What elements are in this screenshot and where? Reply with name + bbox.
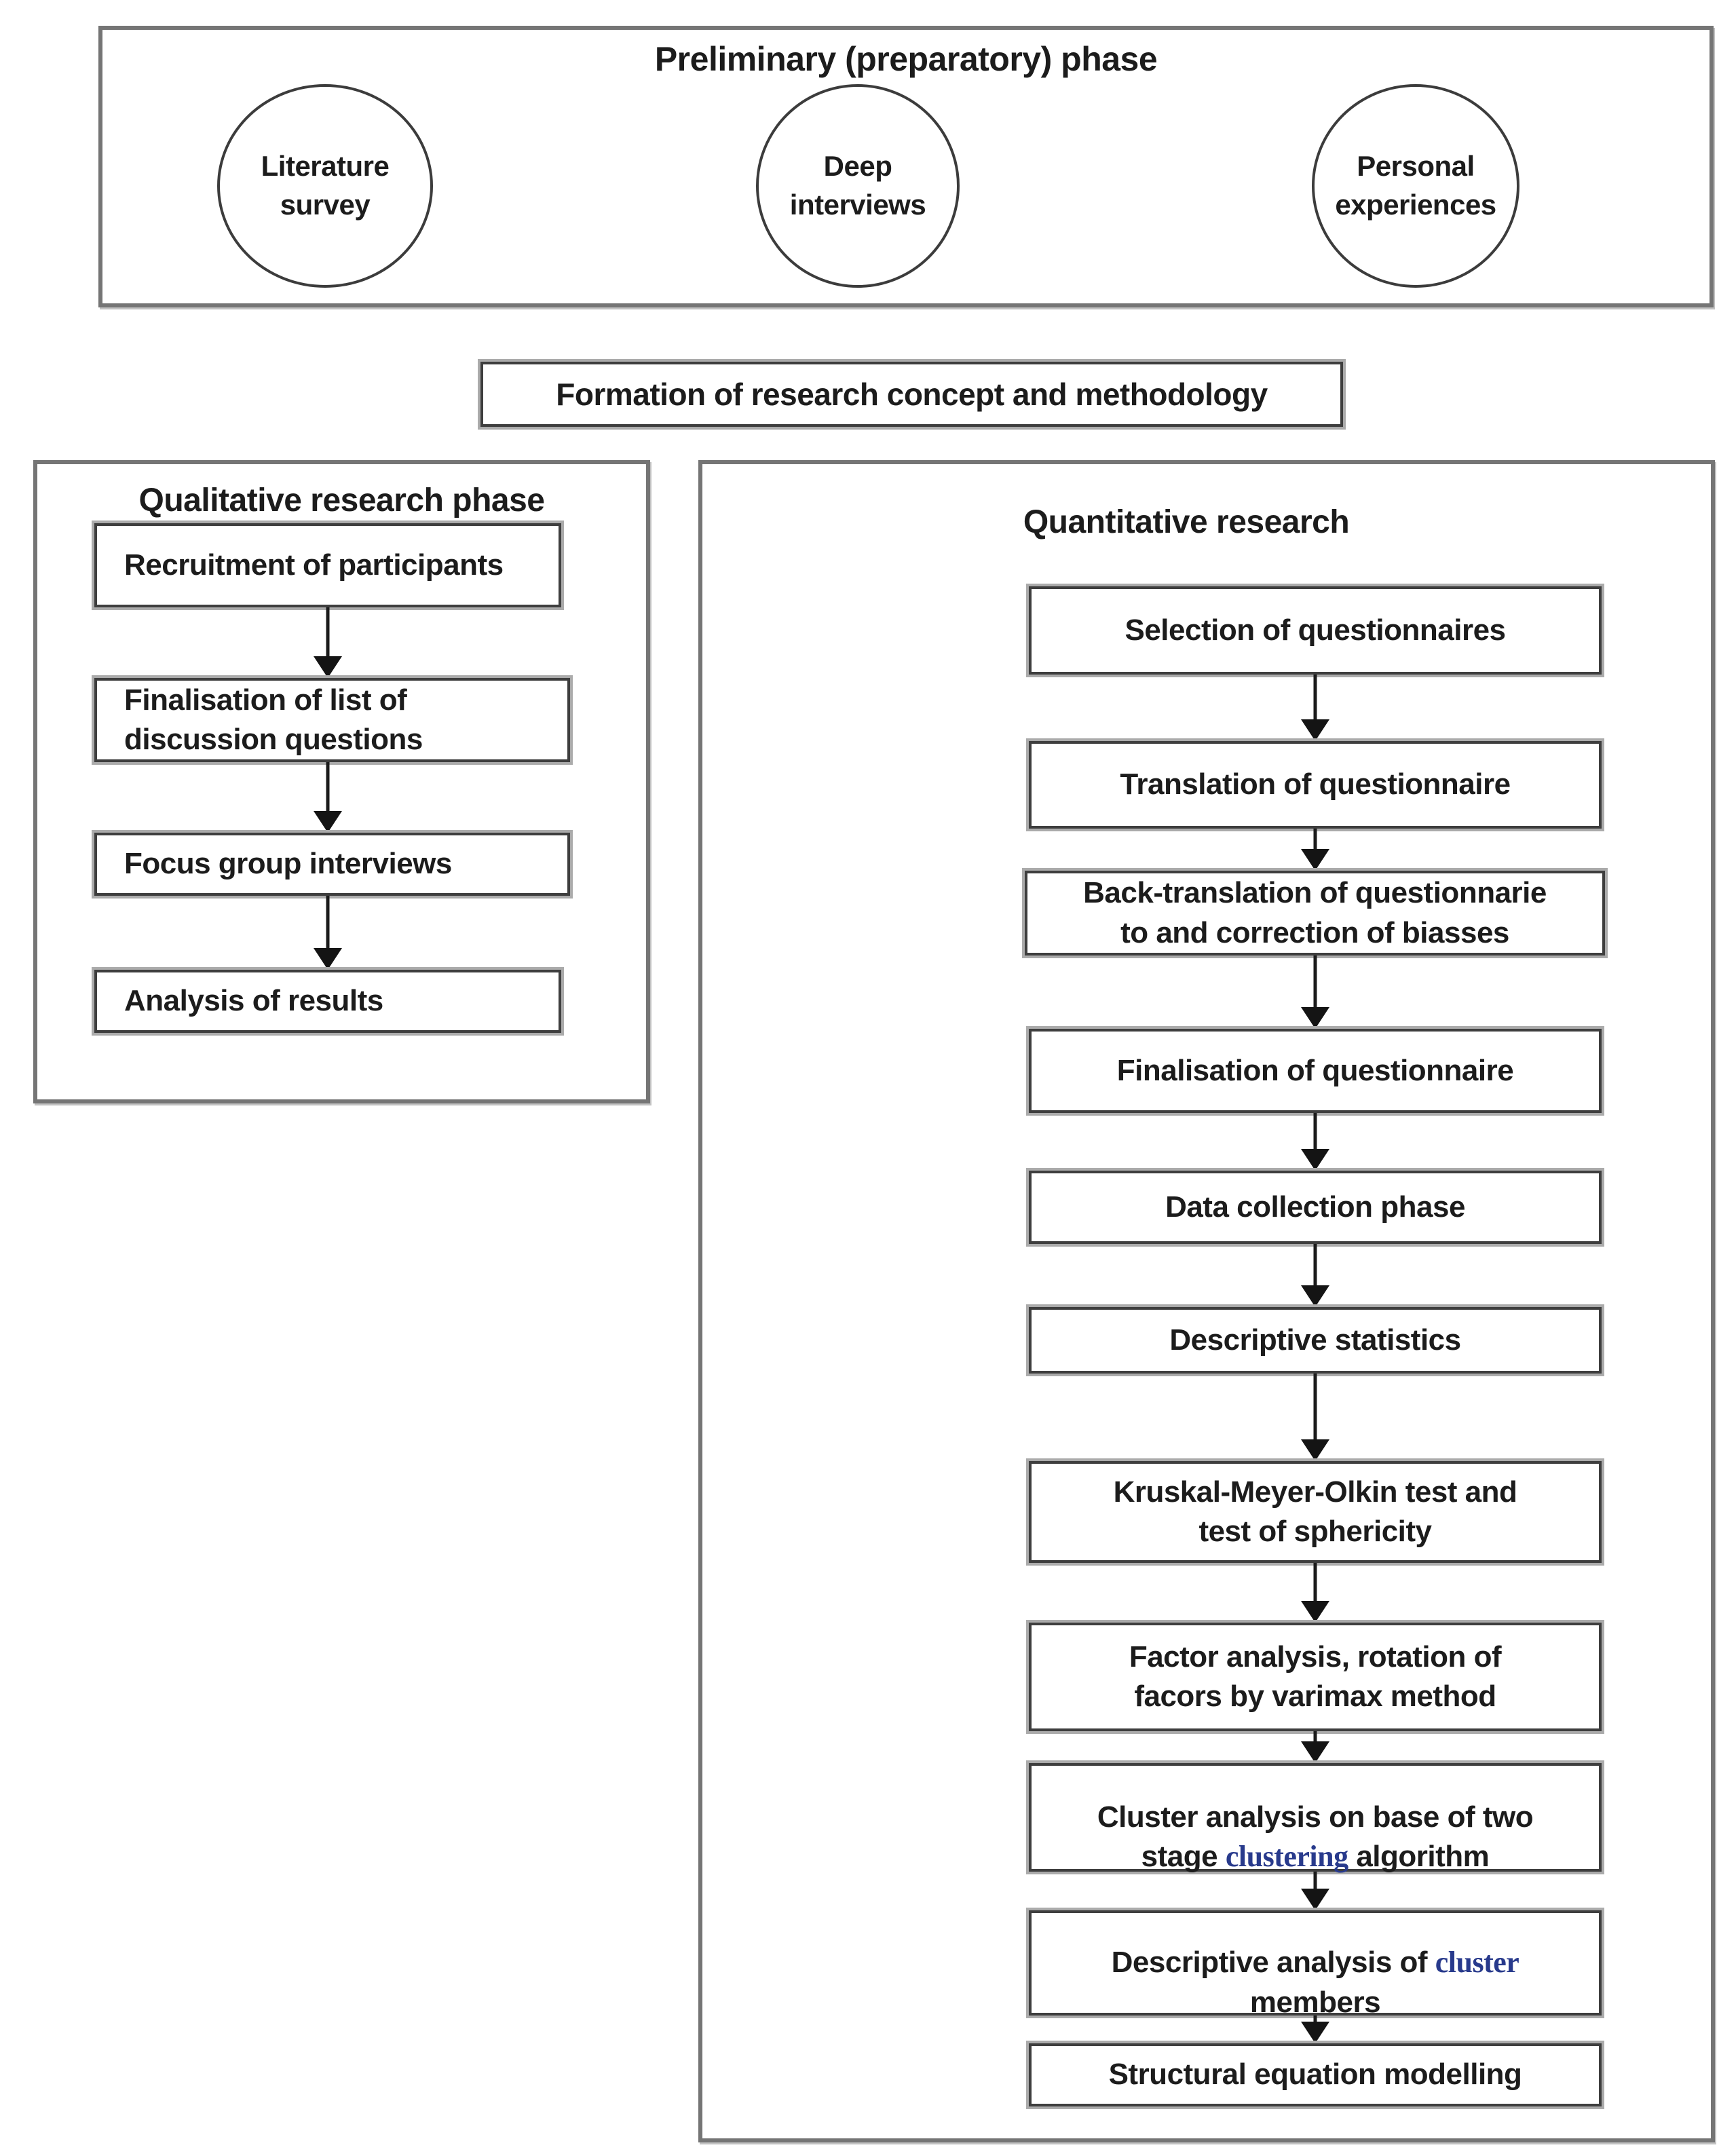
qualitative-phase-panel: Qualitative research phase Recruitment o…: [33, 460, 650, 1103]
step-label: Focus group interviews: [124, 847, 452, 881]
circle-personal-experiences: Personal experiences: [1312, 84, 1519, 288]
quantitative-step-selection: Selection of questionnaires: [1029, 586, 1602, 675]
step-label: Descriptive analysis of cluster members: [1112, 1904, 1519, 2022]
quantitative-step-kmo-test: Kruskal-Meyer-Olkin test and test of sph…: [1029, 1461, 1602, 1563]
quantitative-step-sem: Structural equation modelling: [1029, 2043, 1602, 2106]
circle-label: Deep interviews: [789, 150, 926, 221]
down-arrow: [1300, 675, 1330, 741]
step-label-highlight: clustering: [1225, 1840, 1348, 1874]
step-label: Selection of questionnaires: [1125, 613, 1506, 647]
qualitative-step-analysis-results: Analysis of results: [94, 970, 561, 1033]
quantitative-step-translation: Translation of questionnaire: [1029, 741, 1602, 829]
step-label-post: algorithm: [1348, 1840, 1490, 1874]
step-label: Cluster analysis on base of two stage cl…: [1097, 1758, 1534, 1876]
down-arrow: [1300, 2016, 1330, 2043]
down-arrow: [1300, 1563, 1330, 1623]
circle-label: Personal experiences: [1335, 150, 1496, 221]
step-label-highlight: cluster: [1435, 1946, 1519, 1980]
down-arrow: [313, 607, 343, 678]
step-label: Structural equation modelling: [1108, 2058, 1522, 2092]
down-arrow: [1300, 956, 1330, 1029]
quantitative-step-data-collection: Data collection phase: [1029, 1171, 1602, 1244]
down-arrow: [1300, 1244, 1330, 1307]
quantitative-step-cluster-analysis: Cluster analysis on base of two stage cl…: [1029, 1763, 1602, 1873]
step-label: Factor analysis, rotation of facors by v…: [1129, 1640, 1502, 1713]
circle-literature-survey: Literature survey: [217, 84, 433, 288]
circle-deep-interviews: Deep interviews: [756, 84, 960, 288]
step-label: Finalisation of questionnaire: [1116, 1053, 1514, 1087]
formation-label: Formation of research concept and method…: [556, 376, 1268, 412]
step-label: Data collection phase: [1165, 1190, 1465, 1224]
qualitative-step-finalisation-questions: Finalisation of list of discussion quest…: [94, 678, 570, 762]
down-arrow: [1300, 829, 1330, 871]
step-label: Finalisation of list of discussion quest…: [124, 683, 423, 756]
quantitative-step-descriptive-statistics: Descriptive statistics: [1029, 1307, 1602, 1374]
quantitative-step-back-translation: Back-translation of questionnarie to and…: [1025, 871, 1605, 956]
preliminary-phase-title: Preliminary (preparatory) phase: [654, 40, 1158, 78]
qualitative-phase-title: Qualitative research phase: [138, 483, 545, 518]
quantitative-phase-title: Quantitative research: [1023, 504, 1350, 540]
step-label-pre: Descriptive analysis of: [1111, 1946, 1435, 1980]
circle-label: Literature survey: [261, 150, 390, 221]
qualitative-step-recruitment: Recruitment of participants: [94, 523, 561, 607]
step-label-pre: Cluster analysis on base of two stage: [1097, 1800, 1534, 1874]
down-arrow: [1300, 1113, 1330, 1171]
formation-box: Formation of research concept and method…: [480, 362, 1343, 427]
quantitative-phase-panel: Quantitative research Selection of quest…: [698, 460, 1715, 2142]
qualitative-step-focus-group: Focus group interviews: [94, 833, 570, 896]
quantitative-step-descriptive-cluster-members: Descriptive analysis of cluster members: [1029, 1910, 1602, 2019]
step-label: Recruitment of participants: [124, 548, 504, 582]
down-arrow: [1300, 1374, 1330, 1461]
quantitative-step-factor-analysis: Factor analysis, rotation of facors by v…: [1029, 1623, 1602, 1731]
preliminary-phase-panel: Preliminary (preparatory) phase Literatu…: [98, 26, 1714, 307]
quantitative-step-finalisation-questionnaire: Finalisation of questionnaire: [1029, 1029, 1602, 1113]
down-arrow: [313, 762, 343, 833]
step-label: Kruskal-Meyer-Olkin test and test of sph…: [1113, 1475, 1517, 1548]
step-label: Analysis of results: [124, 984, 383, 1018]
down-arrow: [313, 896, 343, 970]
step-label: Translation of questionnaire: [1120, 768, 1511, 801]
step-label: Back-translation of questionnarie to and…: [1083, 876, 1547, 949]
step-label-post: members: [1249, 1985, 1381, 2019]
step-label: Descriptive statistics: [1169, 1323, 1461, 1357]
